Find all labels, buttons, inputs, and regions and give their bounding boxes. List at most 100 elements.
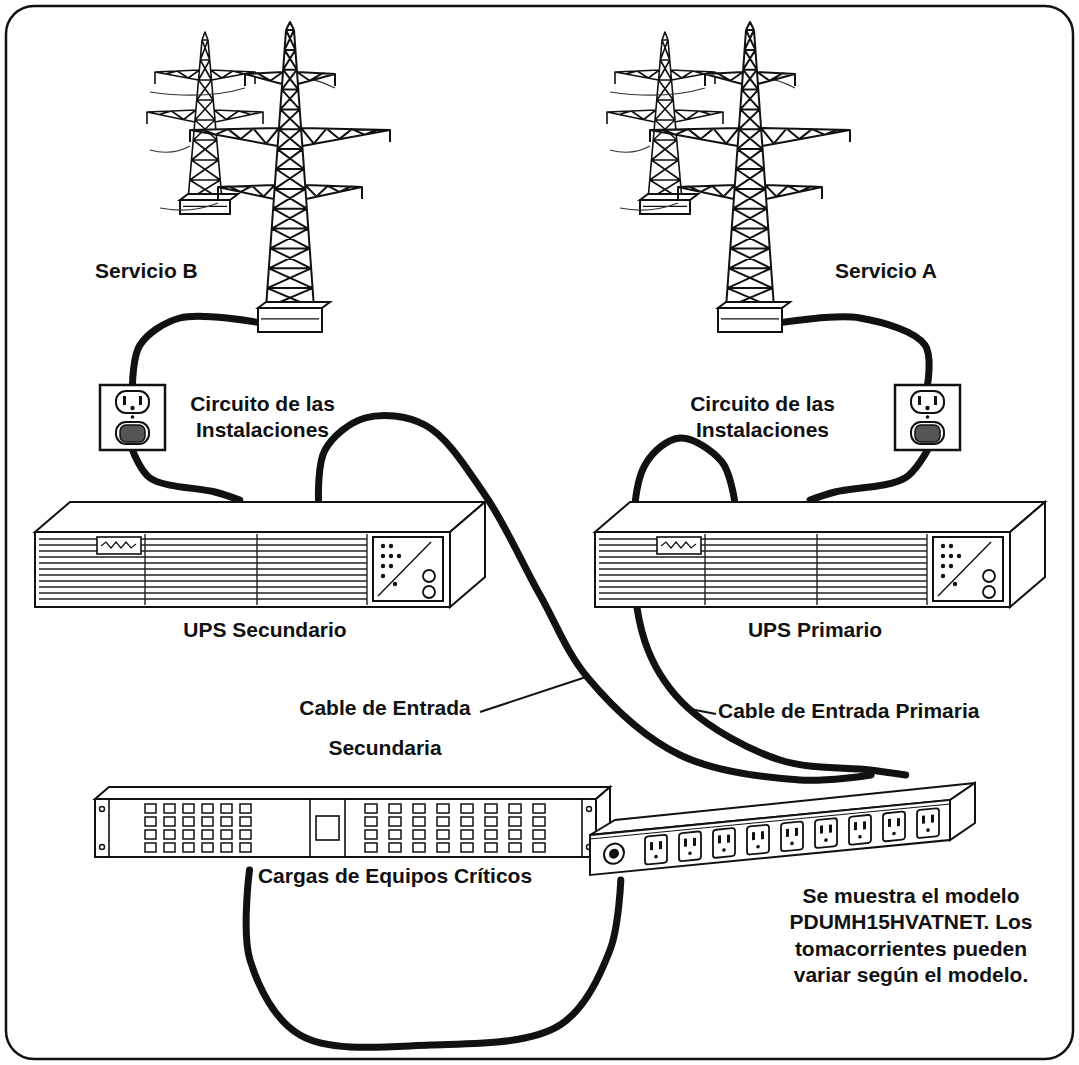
ups-indicator xyxy=(941,544,945,548)
pdu-outlet xyxy=(781,821,803,851)
tower-base xyxy=(258,308,322,332)
ups-side xyxy=(450,502,485,607)
tower-lattice xyxy=(147,32,263,200)
socket xyxy=(911,422,944,444)
rack-port xyxy=(183,817,194,826)
node-label: Servicio A xyxy=(835,258,985,284)
ups-vent xyxy=(599,550,927,551)
ups-top xyxy=(595,502,1045,532)
tower-base-line xyxy=(721,318,779,319)
outlet-plate xyxy=(895,385,960,450)
socket-slot xyxy=(139,396,142,405)
power-cable xyxy=(133,316,259,385)
ups-unit: UPS Secundario xyxy=(35,500,485,610)
pdu-outlet-slot xyxy=(693,838,696,846)
socket xyxy=(116,422,149,444)
ups-indicator xyxy=(949,554,953,558)
ups-vent xyxy=(599,592,927,593)
rack-port xyxy=(365,830,377,839)
rack-port xyxy=(461,817,473,826)
node-label: Cargas de Equipos Críticos xyxy=(255,863,535,889)
ups-indicator xyxy=(941,564,945,568)
pdu-outlet-slot xyxy=(931,815,934,823)
rack-port xyxy=(413,843,425,852)
tower-lattice xyxy=(650,22,850,308)
ups-indicator xyxy=(949,544,953,548)
leader-lines xyxy=(480,677,716,714)
ups-vent xyxy=(39,586,367,587)
ups-button xyxy=(983,570,995,582)
rack-port xyxy=(240,830,251,839)
rack-port xyxy=(145,843,156,852)
socket-slot xyxy=(918,396,921,405)
pdu-unit-drawing xyxy=(590,775,975,880)
cable-label: Cable de Entrada Secundaria xyxy=(265,688,505,768)
node-label: Servicio B xyxy=(95,258,245,284)
pdu-front xyxy=(590,800,950,875)
ups-vent-divider xyxy=(926,534,927,605)
ups-vent-divider xyxy=(366,534,367,605)
pdu-front-group xyxy=(590,800,950,875)
ups-indicator xyxy=(957,554,961,558)
node-label: Circuito de las Instalaciones xyxy=(675,391,850,444)
node-label: Circuito de las Instalaciones xyxy=(175,391,350,444)
ups-button xyxy=(983,586,995,598)
pdu-side xyxy=(950,783,975,840)
rack-port xyxy=(413,830,425,839)
rack-port xyxy=(202,830,213,839)
rack-port xyxy=(413,817,425,826)
plug xyxy=(915,425,940,442)
tower-fill xyxy=(190,22,390,308)
tower-fill xyxy=(147,32,263,200)
ups-control-panel xyxy=(373,537,443,601)
ups-vent xyxy=(39,550,367,551)
rack-ear xyxy=(581,799,583,857)
rack-port xyxy=(509,817,521,826)
ups-vent xyxy=(599,568,927,569)
pdu-outlet xyxy=(713,828,735,858)
socket-slot xyxy=(123,396,126,405)
rack-port xyxy=(240,843,251,852)
pdu-outlet-ground xyxy=(790,841,794,845)
rack-port xyxy=(145,830,156,839)
plate-screw xyxy=(131,415,135,419)
ups-vent xyxy=(599,544,927,545)
equipment-rack: Cargas de Equipos Críticos xyxy=(95,785,610,870)
power-wire xyxy=(150,146,190,152)
power-tower-drawing xyxy=(258,20,322,335)
rack-port xyxy=(461,843,473,852)
ups-vent-divider xyxy=(704,534,705,605)
rack-port xyxy=(183,843,194,852)
rack-port xyxy=(365,804,377,813)
ups-logo xyxy=(657,537,701,554)
tower-base xyxy=(718,308,782,332)
rack-divider xyxy=(309,799,311,857)
rack-port xyxy=(164,817,175,826)
power-tower: Servicio A xyxy=(718,20,782,335)
power-tower-drawing xyxy=(718,20,782,335)
ups-indicator xyxy=(941,554,945,558)
rack-port xyxy=(183,804,194,813)
pdu-outlet-ground xyxy=(688,851,692,855)
tower-fill xyxy=(607,32,723,200)
ups-vent xyxy=(39,562,367,563)
rack-port xyxy=(389,804,401,813)
ups-vent xyxy=(599,580,927,581)
rack-top xyxy=(95,787,610,799)
rack-hole xyxy=(100,845,105,850)
rack-port xyxy=(389,830,401,839)
rack-front xyxy=(95,799,596,857)
power-wire xyxy=(150,88,245,95)
power-wire xyxy=(620,203,678,210)
ups-vent xyxy=(599,574,927,575)
node-label: Se muestra el modelo PDUMH15HVATNET. Los… xyxy=(780,883,1042,988)
rack-port xyxy=(485,817,497,826)
rack-port xyxy=(533,817,545,826)
rack-port xyxy=(437,843,449,852)
power-wire xyxy=(160,203,218,210)
rack-port xyxy=(533,830,545,839)
rack-hole xyxy=(100,807,105,812)
rack-port xyxy=(485,804,497,813)
ups-indicator xyxy=(381,564,385,568)
